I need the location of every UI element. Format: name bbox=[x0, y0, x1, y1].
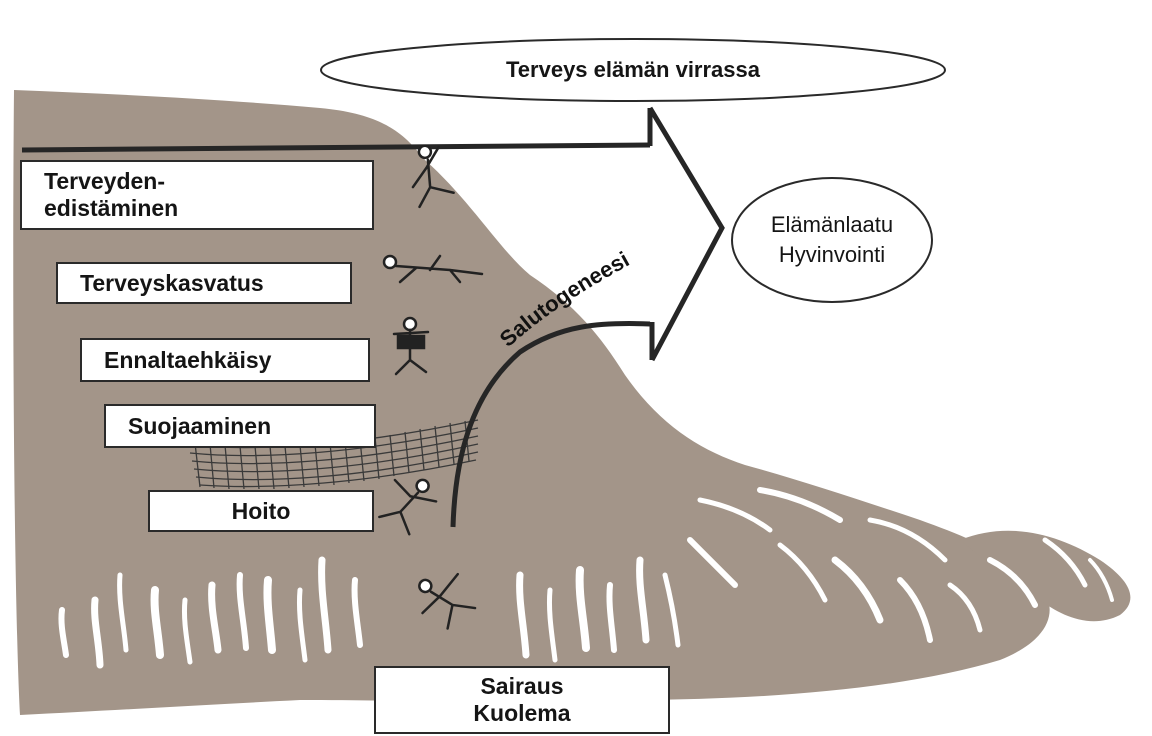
illness-death-box: Sairaus Kuolema bbox=[374, 666, 670, 734]
illness-line-2: Kuolema bbox=[473, 700, 570, 727]
outcome-line-1: Elämänlaatu bbox=[771, 210, 893, 240]
outcome-line-2: Hyvinvointi bbox=[779, 240, 885, 270]
level-health-promotion-line-1: Terveyden- bbox=[44, 168, 165, 195]
level-prevention: Ennaltaehkäisy bbox=[80, 338, 370, 382]
level-health-education: Terveyskasvatus bbox=[56, 262, 352, 304]
illness-line-1: Sairaus bbox=[480, 673, 563, 700]
level-health-promotion-line-2: edistäminen bbox=[44, 195, 178, 222]
level-protection: Suojaaminen bbox=[104, 404, 376, 448]
diagram-title: Terveys elämän virrassa bbox=[320, 40, 946, 100]
outcome-label: Elämänlaatu Hyvinvointi bbox=[722, 180, 942, 300]
level-health-promotion: Terveyden- edistäminen bbox=[20, 160, 374, 230]
arrow-head bbox=[650, 108, 722, 360]
level-treatment: Hoito bbox=[148, 490, 374, 532]
